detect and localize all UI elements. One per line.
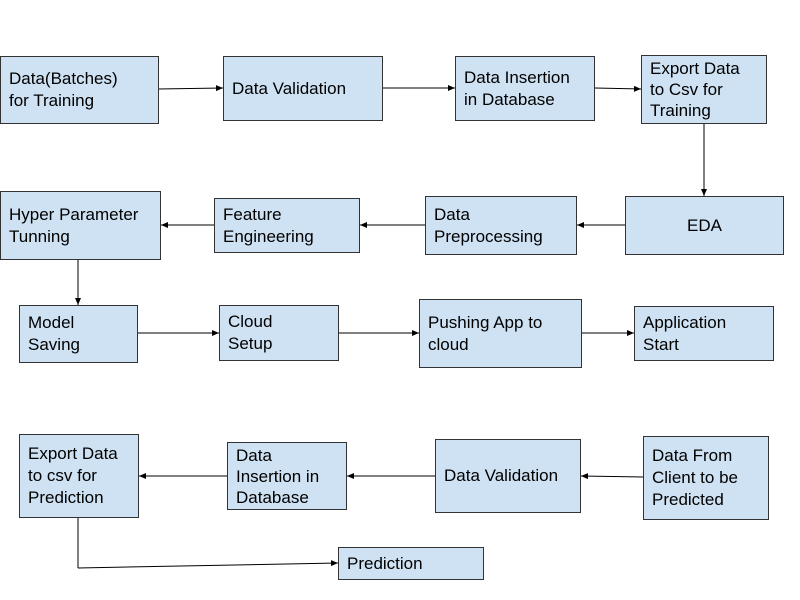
edge-client-to-validation bbox=[580, 473, 644, 480]
node-cloud-setup: Cloud Setup bbox=[219, 305, 339, 361]
node-data-insertion-pred: Data Insertion in Database bbox=[227, 442, 347, 510]
node-data-insertion-train: Data Insertion in Database bbox=[455, 56, 595, 121]
edge-batches-to-validation bbox=[157, 85, 224, 92]
node-prediction: Prediction bbox=[338, 547, 484, 580]
node-application-start: Application Start bbox=[634, 306, 774, 361]
node-model-saving: Model Saving bbox=[19, 305, 138, 363]
node-export-training: Export Data to Csv for Training bbox=[641, 55, 767, 124]
node-hyper-parameter: Hyper Parameter Tunning bbox=[0, 191, 161, 260]
node-data-validation-train: Data Validation bbox=[223, 56, 383, 121]
node-feature-engineering: Feature Engineering bbox=[214, 198, 360, 253]
node-pushing-app: Pushing App to cloud bbox=[419, 299, 582, 368]
node-data-batches: Data(Batches) for Training bbox=[0, 56, 159, 124]
node-eda: EDA bbox=[625, 196, 784, 255]
node-export-prediction: Export Data to csv for Prediction bbox=[19, 434, 139, 518]
node-data-preprocessing: Data Preprocessing bbox=[425, 196, 577, 255]
node-data-validation-pred: Data Validation bbox=[435, 439, 581, 513]
edge-insertion-to-export bbox=[594, 85, 642, 92]
edge-to-prediction bbox=[77, 560, 339, 569]
node-data-from-client: Data From Client to be Predicted bbox=[643, 436, 769, 520]
